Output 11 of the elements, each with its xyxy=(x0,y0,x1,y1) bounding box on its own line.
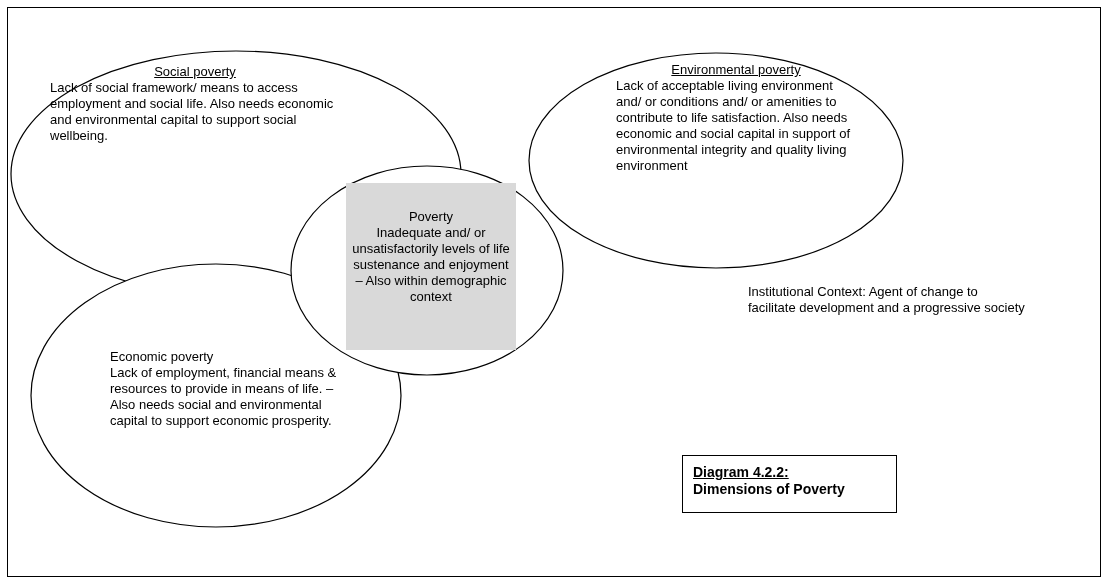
heading-text: Social poverty xyxy=(153,64,237,80)
heading-text: Economic poverty xyxy=(110,349,215,365)
description-text: Lack of employment, financial means & resources to provide in means of life. – Also needs social and environmental capital to support economic prosperity. xyxy=(110,365,338,429)
caption-number: Diagram 4.2.2: xyxy=(693,464,789,481)
heading-text: Poverty xyxy=(407,209,455,225)
caption-title: Dimensions of Poverty xyxy=(693,481,845,498)
description-text: Lack of acceptable living environment and/ or conditions and/ or amenities to contribute to life satisfaction. Also needs economic and social capital in support of environmental integrity and quality living environment xyxy=(616,78,852,174)
description-text: Lack of social framework/ means to access employment and social life. Also needs economic and environmental capital to support social wellbeing. xyxy=(50,80,335,144)
heading-text: Environmental poverty xyxy=(670,62,802,78)
context-note: Institutional Context: Agent of change to facilitate development and a progressive society xyxy=(748,284,1026,316)
description-text: Inadequate and/ or unsatisfactorily levels of life sustenance and enjoyment – Also within demographic context xyxy=(352,225,510,305)
